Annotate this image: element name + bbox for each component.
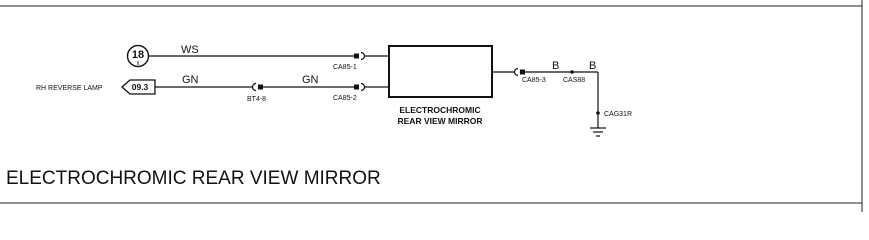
connector-label: CA85-3: [522, 77, 546, 84]
connector-pin: [354, 84, 359, 90]
ground-symbol: [590, 127, 606, 137]
connector-pin: [258, 84, 263, 90]
component-label-line2: REAR VIEW MIRROR: [398, 116, 483, 126]
wire-label-gn-left: GN: [182, 74, 199, 86]
wire-label-ws: WS: [181, 44, 199, 56]
connector-socket: [251, 82, 257, 92]
input-ref: 09.3: [132, 82, 149, 92]
wire-label-b-right: B: [589, 60, 596, 72]
reference-number: 18: [132, 49, 144, 61]
connector-socket: [360, 82, 366, 92]
wiring-diagram: 18 II WS CA85-1 RH REVERSE LAMP 09.3 GN …: [0, 0, 863, 212]
connector-socket: [360, 51, 366, 61]
diagram-title: ELECTROCHROMIC REAR VIEW MIRROR: [6, 168, 381, 189]
connector-label: CA85-2: [333, 95, 357, 102]
connector-pin: [354, 53, 359, 59]
reference-circle: 18 II: [126, 44, 150, 68]
connector-pin: [520, 69, 525, 75]
ground-point: [596, 111, 600, 115]
splice-label: CAS88: [563, 77, 585, 84]
connector-label: BT4-8: [247, 96, 266, 103]
wire-label-b-left: B: [552, 60, 559, 72]
reference-sub: II: [137, 61, 140, 67]
connector-label: CA85-1: [333, 64, 357, 71]
connector-socket: [513, 67, 519, 77]
ground-label: CAG31R: [604, 111, 632, 118]
wire-label-gn-right: GN: [302, 74, 319, 86]
mirror-component-box: [388, 45, 493, 98]
input-label: RH REVERSE LAMP: [36, 85, 103, 92]
splice-point: [570, 70, 574, 74]
component-label-line1: ELECTROCHROMIC: [399, 105, 480, 115]
